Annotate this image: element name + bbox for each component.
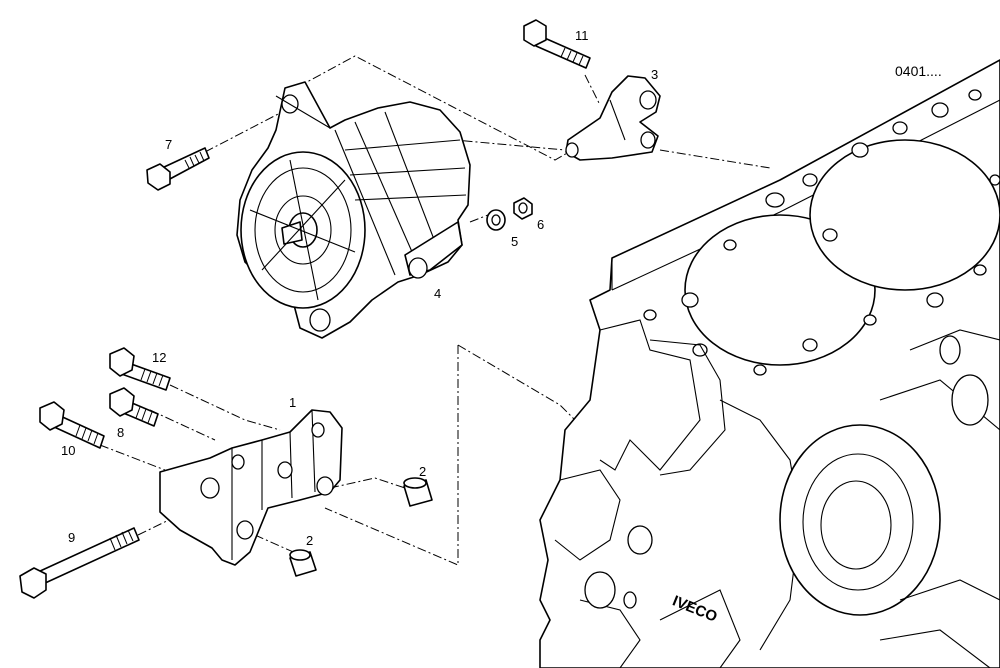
callout-9: 9 bbox=[68, 530, 75, 545]
callout-7: 7 bbox=[165, 137, 172, 152]
callout-10: 10 bbox=[61, 443, 75, 458]
callout-5: 5 bbox=[511, 234, 518, 249]
callout-2-lower: 2 bbox=[306, 533, 313, 548]
callout-2-upper: 2 bbox=[419, 464, 426, 479]
lower-bracket bbox=[159, 409, 343, 566]
alternator bbox=[236, 81, 471, 339]
upper-bracket bbox=[565, 75, 661, 161]
callout-12: 12 bbox=[152, 350, 166, 365]
callout-11: 11 bbox=[575, 28, 589, 43]
callout-labels: 1 2 2 3 4 5 6 7 8 9 10 11 12 bbox=[61, 28, 658, 548]
callout-3: 3 bbox=[651, 67, 658, 82]
bushing-upper bbox=[403, 477, 433, 507]
bushing-lower bbox=[289, 549, 317, 577]
bolt-12 bbox=[109, 347, 171, 391]
callout-8: 8 bbox=[117, 425, 124, 440]
bolt-10 bbox=[39, 401, 105, 449]
bolt-9 bbox=[19, 527, 140, 599]
callout-6: 6 bbox=[537, 217, 544, 232]
callout-4: 4 bbox=[434, 286, 441, 301]
washer bbox=[486, 209, 506, 231]
callout-1: 1 bbox=[289, 395, 296, 410]
nut bbox=[513, 197, 533, 220]
bolt-7 bbox=[146, 147, 210, 191]
engine-block: IVECO bbox=[539, 59, 1000, 668]
reference-code: 0401.... bbox=[895, 63, 942, 79]
bolt-8 bbox=[109, 387, 159, 427]
bolt-11 bbox=[523, 19, 591, 69]
